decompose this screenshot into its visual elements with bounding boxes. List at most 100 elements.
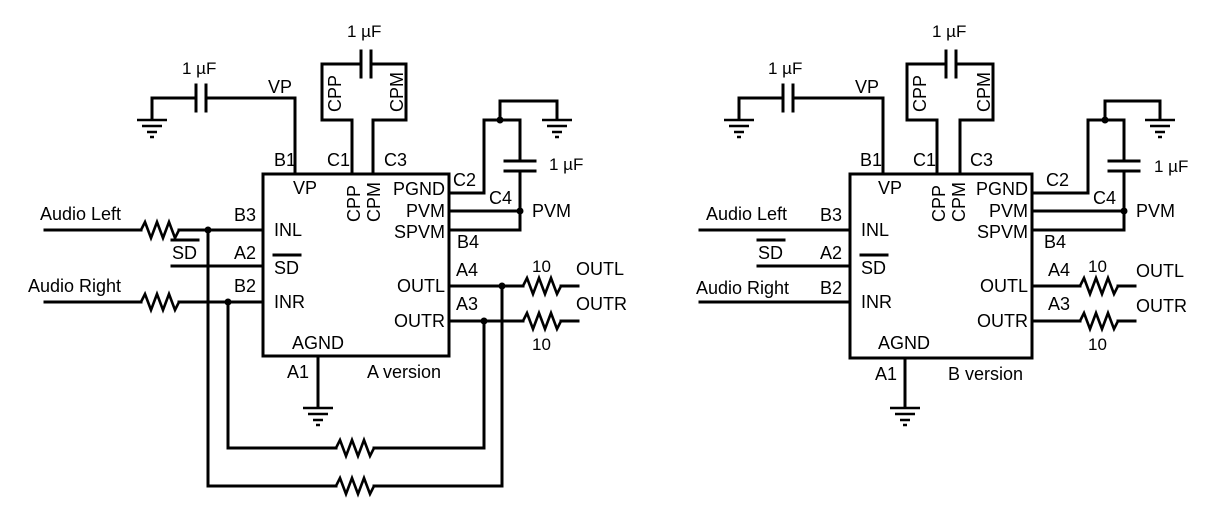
outr-resistor-value-b: 10 [1088, 335, 1107, 354]
pin-a2-b: A2 [820, 243, 842, 263]
chip-pin-outl-b: OUTL [980, 276, 1028, 296]
chip-pin-inr-b: INR [861, 292, 892, 312]
outr-resistor-value-a: 10 [532, 335, 551, 354]
pvm-net-label-a: PVM [532, 201, 571, 221]
ground-symbol-b-pgnd [1145, 118, 1175, 139]
output-right-label-b: OUTR [1136, 296, 1187, 316]
ground-symbol-a-pgnd [542, 118, 572, 139]
chip-pin-pvm-a: PVM [406, 201, 445, 221]
pgnd-wire-a [447, 118, 502, 195]
pin-b2-a: B2 [234, 276, 256, 296]
pin-b3-b: B3 [820, 205, 842, 225]
pin-c4-b: C4 [1093, 188, 1116, 208]
chip-pin-vp-a: VP [293, 178, 317, 198]
junction-dot [1101, 116, 1109, 124]
supply-label-a: VP [268, 77, 292, 97]
chip-body-a [261, 172, 451, 358]
version-label-b: B version [948, 364, 1023, 384]
audio-left-label-a: Audio Left [40, 204, 121, 224]
chip-pin-inl-a: INL [274, 220, 302, 240]
feedback-left-resistor-a [334, 474, 376, 498]
vp-cap-label-b: 1 µF [768, 59, 802, 78]
output-right-label-a: OUTR [576, 294, 627, 314]
cpp-wire-a [320, 62, 363, 176]
pin-b1-a: B1 [274, 150, 296, 170]
outr-resistor-a [521, 309, 563, 333]
circuit-b-version: 1 µF 1 µF 1 µF VP CPP CPM B1 C1 C3 C2 C4… [696, 22, 1188, 427]
outl-resistor-b [1078, 274, 1120, 298]
chip-pin-agnd-a: AGND [292, 333, 344, 353]
pin-b4-a: B4 [457, 232, 479, 252]
inl-resistor-a [139, 218, 181, 242]
feedback-left-return-a [372, 284, 504, 488]
chip-pin-outr-a: OUTR [394, 311, 445, 331]
sd-input-label-b: SD [758, 243, 783, 263]
pin-b2-b: B2 [820, 278, 842, 298]
feedback-right-wire-a [226, 300, 338, 450]
pvm-cap-top-wire-b [1103, 99, 1126, 162]
chip-pin-outl-a: OUTL [397, 276, 445, 296]
vp-wire-a [205, 96, 297, 176]
flying-cap-cpp-label-b: CPP [910, 75, 930, 112]
pin-a1-a: A1 [287, 362, 309, 382]
chip-pin-pgnd-b: PGND [976, 179, 1028, 199]
junction-dot [496, 116, 504, 124]
vp-cap-ground-wire-a [150, 96, 197, 121]
chip-pin-cpm-a: CPM [364, 182, 384, 222]
chip-pin-spvm-a: SPVM [394, 222, 445, 242]
chip-pin-agnd-b: AGND [878, 333, 930, 353]
outr-resistor-b [1078, 309, 1120, 333]
vp-wire-b [792, 96, 885, 176]
chip-pin-vp-b: VP [878, 178, 902, 198]
ground-symbol-a-vp [137, 118, 167, 139]
flying-cap-label-b: 1 µF [932, 22, 966, 41]
pgnd-ground-wire-b [1103, 99, 1162, 121]
feedback-right-resistor-a [334, 436, 376, 460]
chip-pin-pvm-b: PVM [989, 201, 1028, 221]
audio-left-label-b: Audio Left [706, 204, 787, 224]
pin-c3-a: C3 [384, 150, 407, 170]
pin-c1-a: C1 [327, 150, 350, 170]
chip-pin-sd-b: SD [861, 258, 886, 278]
inr-resistor-a [139, 290, 181, 314]
version-label-a: A version [367, 362, 441, 382]
outl-resistor-value-a: 10 [532, 257, 551, 276]
chip-pin-inr-a: INR [274, 292, 305, 312]
pvm-cap-label-b: 1 µF [1154, 157, 1188, 176]
feedback-left-wire-a [206, 228, 338, 488]
output-left-label-a: OUTL [576, 259, 624, 279]
pin-a4-b: A4 [1048, 260, 1070, 280]
ground-symbol-a-agnd [303, 406, 333, 427]
ground-symbol-b-vp [724, 118, 754, 139]
outl-resistor-value-b: 10 [1088, 257, 1107, 276]
pin-a2-a: A2 [234, 243, 256, 263]
chip-pin-cpp-b: CPP [929, 185, 949, 222]
pin-b3-a: B3 [234, 205, 256, 225]
supply-label-b: VP [855, 77, 879, 97]
chip-pin-outr-b: OUTR [977, 311, 1028, 331]
junction-dot [516, 207, 524, 215]
chip-pin-cpp-a: CPP [344, 185, 364, 222]
pin-c2-b: C2 [1046, 170, 1069, 190]
audio-right-label-a: Audio Right [28, 276, 121, 296]
circuit-a-version: 1 µF 1 µF 1 µF VP CPP CPM B1 C1 C3 C2 C4… [28, 22, 627, 498]
pin-a3-a: A3 [456, 294, 478, 314]
audio-right-label-b: Audio Right [696, 278, 789, 298]
pvm-cap-label-a: 1 µF [549, 155, 583, 174]
flying-cap-cpp-label-a: CPP [325, 75, 345, 112]
spvm-wire-a [447, 169, 522, 232]
cpm-wire-b [954, 62, 995, 176]
pin-c4-a: C4 [489, 188, 512, 208]
flying-cap-cpm-label-b: CPM [974, 72, 994, 112]
pin-c1-b: C1 [913, 150, 936, 170]
pin-b4-b: B4 [1044, 232, 1066, 252]
cpp-wire-b [905, 62, 948, 176]
vp-cap-label-a: 1 µF [182, 59, 216, 78]
pin-b1-b: B1 [860, 150, 882, 170]
chip-pin-pgnd-a: PGND [393, 179, 445, 199]
ground-symbol-b-agnd [890, 406, 920, 427]
pin-c2-a: C2 [453, 170, 476, 190]
junction-dot [1120, 207, 1128, 215]
vp-cap-ground-wire-b [737, 96, 784, 121]
